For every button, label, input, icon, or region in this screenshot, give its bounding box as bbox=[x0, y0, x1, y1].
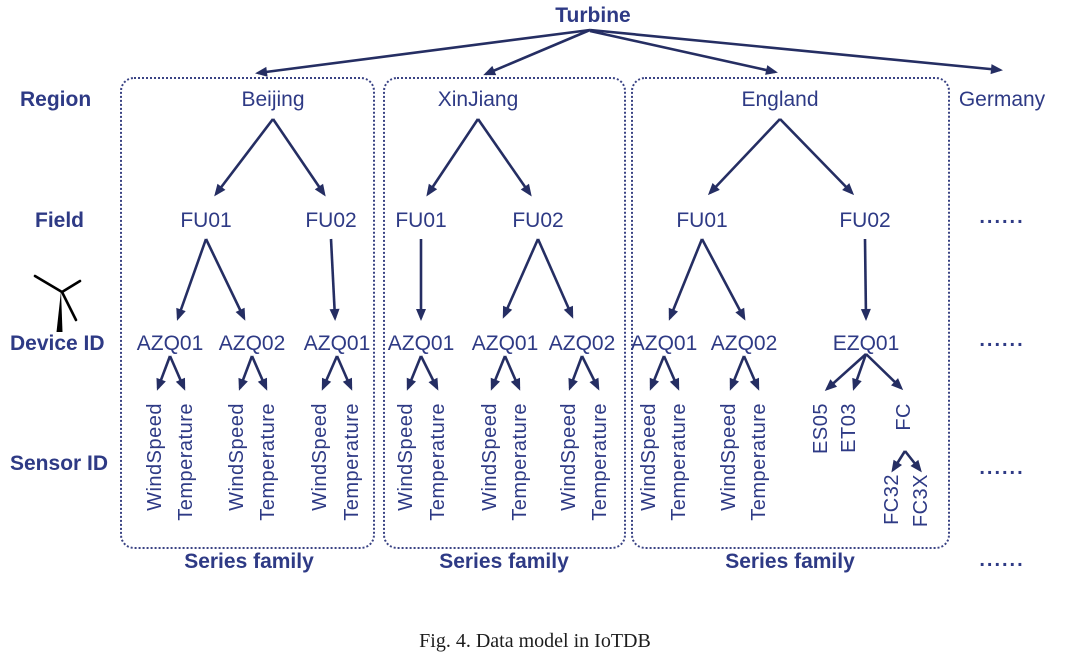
node-device: EZQ01 bbox=[832, 332, 900, 355]
node-sensor: WindSpeed bbox=[558, 403, 580, 511]
node-sensor: Temperature bbox=[257, 403, 279, 521]
ellipsis-series-row: ...... bbox=[979, 549, 1025, 571]
node-sensor: WindSpeed bbox=[718, 403, 740, 511]
node-sensor: WindSpeed bbox=[226, 403, 248, 511]
node-device: AZQ02 bbox=[548, 332, 616, 355]
level-label-field: Field bbox=[35, 209, 85, 232]
node-device: AZQ01 bbox=[471, 332, 539, 355]
series-family-label: Series family bbox=[725, 550, 855, 573]
node-sensor: Temperature bbox=[748, 403, 770, 521]
node-field: FU01 bbox=[395, 209, 447, 232]
node-sensor: ET03 bbox=[838, 403, 860, 453]
level-label-region: Region bbox=[20, 88, 92, 111]
level-label-sensor-id: Sensor ID bbox=[10, 452, 109, 475]
node-field: FU02 bbox=[512, 209, 564, 232]
series-family-box-xinjiang bbox=[383, 77, 626, 549]
ellipsis-field-row: ...... bbox=[979, 206, 1025, 228]
series-family-label: Series family bbox=[439, 550, 569, 573]
node-device: AZQ01 bbox=[303, 332, 371, 355]
node-device: AZQ01 bbox=[387, 332, 455, 355]
node-region-xinjiang: XinJiang bbox=[437, 88, 519, 111]
node-sensor: Temperature bbox=[341, 403, 363, 521]
node-sensor: WindSpeed bbox=[395, 403, 417, 511]
node-sensor: WindSpeed bbox=[144, 403, 166, 511]
series-family-label: Series family bbox=[184, 550, 314, 573]
node-sensor: ES05 bbox=[810, 403, 832, 454]
tree-edges bbox=[156, 28, 1003, 473]
node-sensor: Temperature bbox=[509, 403, 531, 521]
node-device: AZQ02 bbox=[710, 332, 778, 355]
node-sensor: FC32 bbox=[881, 474, 903, 525]
node-region-beijing: Beijing bbox=[241, 88, 305, 111]
figure-caption: Fig. 4. Data model in IoTDB bbox=[419, 630, 651, 652]
node-region-england: England bbox=[741, 88, 819, 111]
node-field: FU01 bbox=[676, 209, 728, 232]
node-sensor: FC bbox=[893, 403, 915, 431]
node-sensor: Temperature bbox=[427, 403, 449, 521]
level-label-device-id: Device ID bbox=[10, 332, 105, 355]
wind-turbine-icon bbox=[33, 274, 82, 332]
node-sensor: WindSpeed bbox=[309, 403, 331, 511]
series-family-box-beijing bbox=[120, 77, 375, 549]
node-device: AZQ01 bbox=[630, 332, 698, 355]
node-sensor: WindSpeed bbox=[479, 403, 501, 511]
node-sensor: WindSpeed bbox=[638, 403, 660, 511]
ellipsis-sensor-row: ...... bbox=[979, 457, 1025, 479]
node-sensor: Temperature bbox=[175, 403, 197, 521]
series-family-box-england bbox=[631, 77, 950, 549]
node-field: FU02 bbox=[305, 209, 357, 232]
node-turbine: Turbine bbox=[555, 4, 631, 27]
node-field: FU01 bbox=[180, 209, 232, 232]
node-device: AZQ02 bbox=[218, 332, 286, 355]
node-sensor: Temperature bbox=[589, 403, 611, 521]
node-sensor: FC3X bbox=[910, 474, 932, 528]
node-region-germany: Germany bbox=[958, 88, 1046, 111]
node-device: AZQ01 bbox=[136, 332, 204, 355]
node-sensor: Temperature bbox=[668, 403, 690, 521]
node-field: FU02 bbox=[839, 209, 891, 232]
ellipsis-device-row: ...... bbox=[979, 329, 1025, 351]
